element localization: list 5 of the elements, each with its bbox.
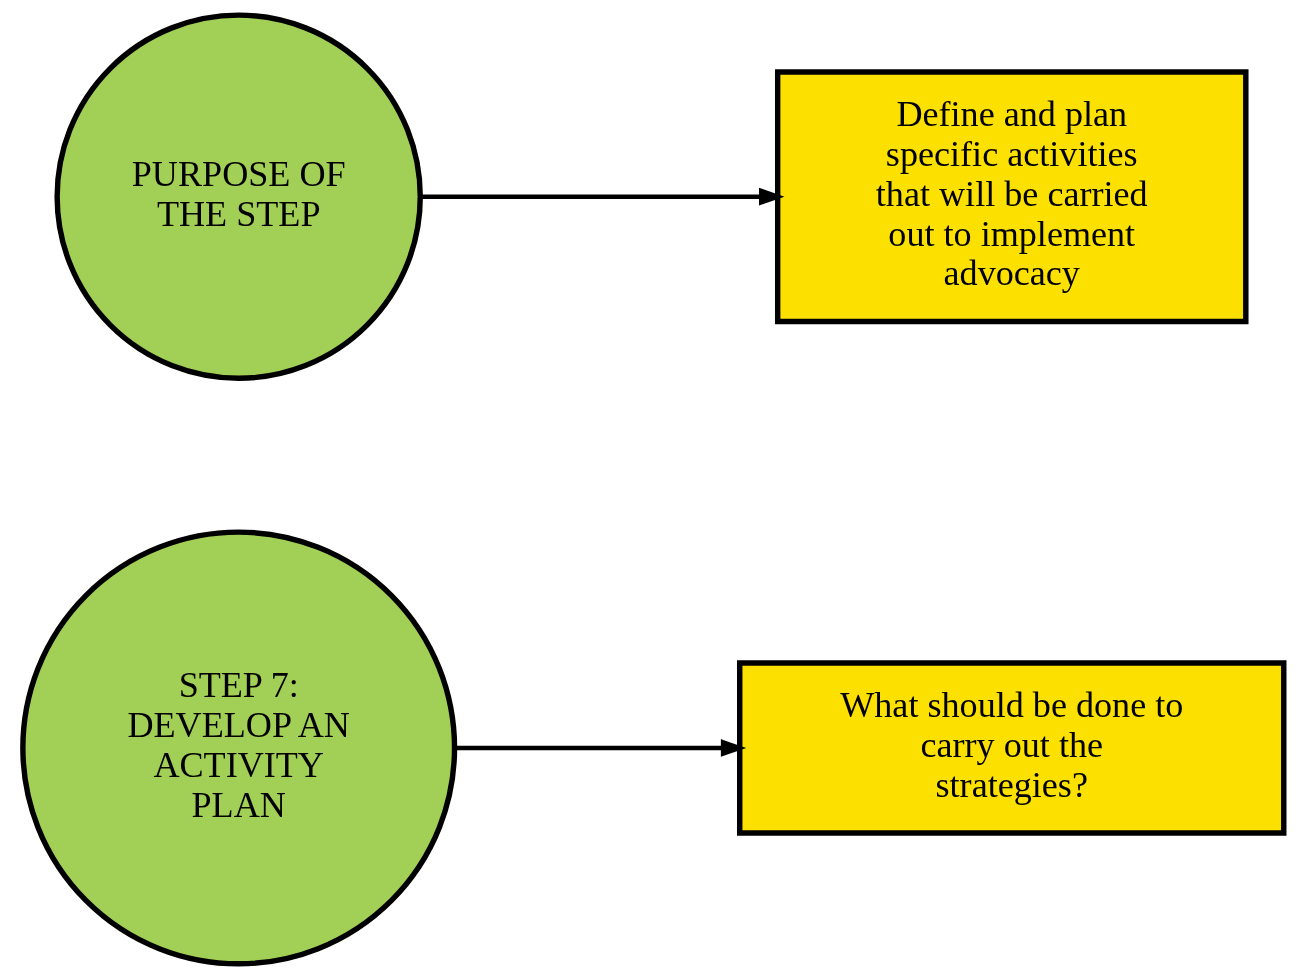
node-box: What should be done to carry out the strategies? (736, 660, 1286, 836)
arrow (419, 187, 784, 206)
node-box: Define and plan specific activities that will be carried out to implement advocacy (774, 69, 1248, 325)
node-circle: PURPOSE OF THE STEP (53, 12, 423, 381)
node-circle: STEP 7: DEVELOP AN ACTIVITY PLAN (19, 529, 457, 967)
